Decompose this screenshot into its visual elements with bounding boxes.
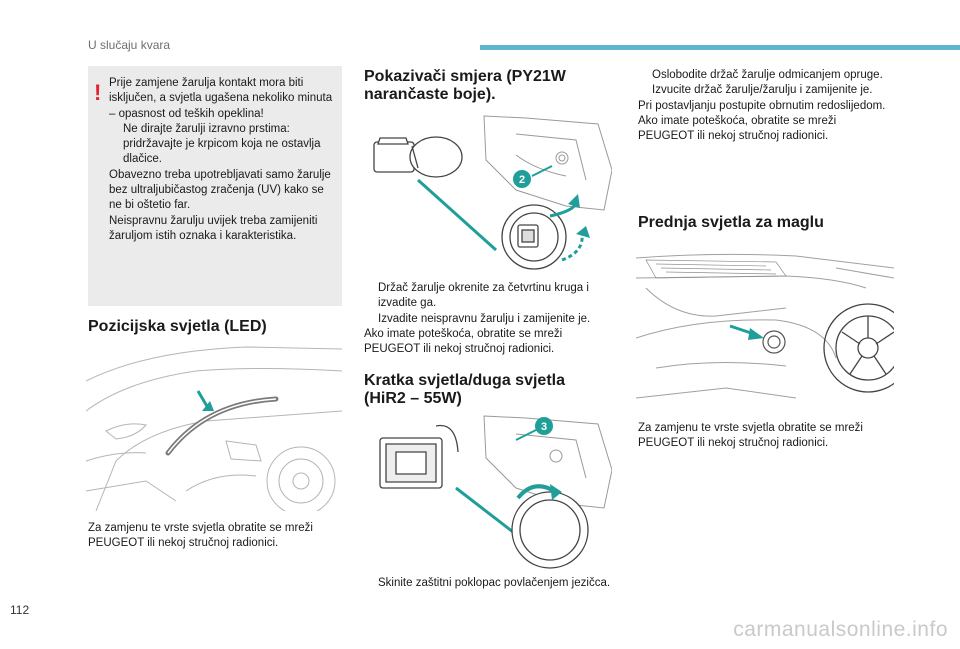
- bullet-icon: [364, 576, 378, 591]
- indicators-help: Ako imate poteškoća, obratite se mreži P…: [364, 327, 563, 356]
- fog-lights-illustration: [636, 248, 894, 408]
- warning-intro: Prije zamjene žarulja kontakt mora biti …: [109, 77, 333, 120]
- warning-text: Prije zamjene žarulja kontakt mora biti …: [109, 76, 337, 244]
- fog-lights-text: Za zamjenu te vrste svjetla obratite se …: [638, 422, 863, 450]
- dipped-main-bullet: Skinite zaštitni poklopac povlačenjem je…: [364, 576, 614, 591]
- bullet-icon: [364, 281, 378, 312]
- bullet-icon: [638, 68, 652, 83]
- indicators-title-line1: Pokazivači smjera (PY21W: [364, 68, 566, 85]
- bulb-holder-instructions: Oslobodite držač žarulje odmicanjem opru…: [638, 68, 892, 144]
- dipped-main-title-line2: (HiR2 – 55W): [364, 390, 462, 407]
- indicators-text: Držač žarulje okrenite za četvrtinu krug…: [364, 281, 614, 357]
- fog-lights-title: Prednja svjetla za maglu: [638, 214, 824, 231]
- step-badge-3: 3: [541, 421, 547, 433]
- position-lights-illustration: [86, 341, 342, 511]
- watermark: carmanualsonline.info: [733, 618, 948, 641]
- warning-icon: !: [94, 80, 102, 105]
- col3-bullet-1: Oslobodite držač žarulje odmicanjem opru…: [638, 68, 892, 83]
- position-lights-title: Pozicijska svjetla (LED): [88, 318, 267, 335]
- warning-bullet: Ne dirajte žarulji izravno prstima: prid…: [109, 122, 337, 168]
- dipped-main-text: Skinite zaštitni poklopac povlačenjem je…: [364, 576, 614, 591]
- indicators-title-line2: narančaste boje).: [364, 86, 496, 103]
- header-accent-bar: [480, 45, 960, 50]
- indicators-bullet-1: Držač žarulje okrenite za četvrtinu krug…: [364, 281, 614, 312]
- warning-paragraph-uv: Obavezno treba upotrebljavati samo žarul…: [109, 168, 331, 212]
- dipped-main-heading: Kratka svjetla/duga svjetla (HiR2 – 55W): [364, 372, 614, 408]
- col3-reverse-order: Pri postavljanju postupite obrnutim redo…: [638, 99, 886, 112]
- section-header: U slučaju kvara: [88, 38, 171, 52]
- dipped-main-title-line1: Kratka svjetla/duga svjetla: [364, 372, 565, 389]
- bullet-icon: [364, 312, 378, 327]
- warning-box: [88, 66, 342, 306]
- indicators-illustration: 2: [366, 110, 612, 275]
- col3-bullet-2: Izvucite držač žarulje/žarulju i zamijen…: [638, 83, 892, 98]
- indicators-heading: Pokazivači smjera (PY21W narančaste boje…: [364, 68, 614, 104]
- bullet-icon: [638, 83, 652, 98]
- page-number: 112: [10, 603, 30, 617]
- bullet-icon: [109, 122, 123, 168]
- step-badge-2: 2: [519, 174, 525, 186]
- dipped-main-illustration: 3: [366, 412, 612, 572]
- indicators-bullet-2: Izvadite neispravnu žarulju i zamijenite…: [364, 312, 614, 327]
- col3-help: Ako imate poteškoća, obratite se mreži P…: [638, 114, 837, 143]
- position-lights-text: Za zamjenu te vrste svjetla obratite se …: [88, 522, 313, 550]
- warning-paragraph-replace: Neispravnu žarulju uvijek treba zamijeni…: [109, 214, 318, 242]
